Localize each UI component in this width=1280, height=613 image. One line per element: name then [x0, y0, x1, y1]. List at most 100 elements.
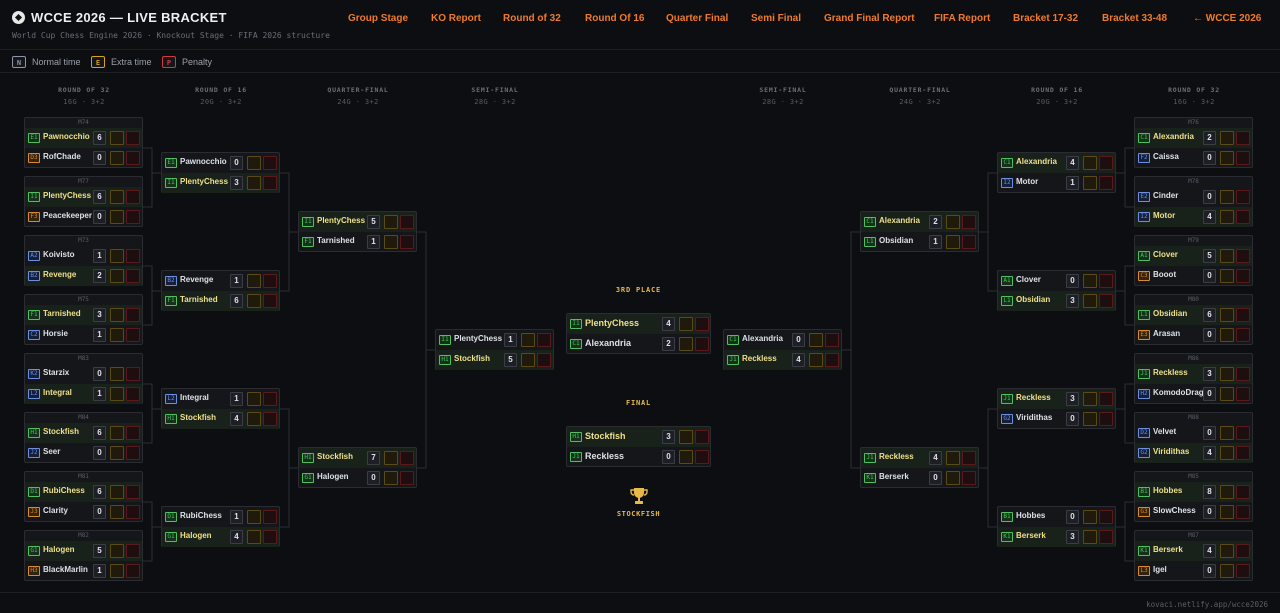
- nav-link-4[interactable]: Quarter Final: [666, 13, 729, 24]
- nav-link-7[interactable]: FIFA Report: [934, 13, 991, 24]
- nav-link-6[interactable]: Grand Final Report: [824, 13, 915, 24]
- nav-link-9[interactable]: Bracket 33-48: [1102, 13, 1168, 24]
- nav-link-3[interactable]: Round Of 16: [585, 13, 645, 24]
- app-logo[interactable]: WCCE 2026 — LIVE BRACKET: [12, 10, 227, 25]
- nav-link-8[interactable]: Bracket 17-32: [1013, 13, 1079, 24]
- nav-link-5[interactable]: Semi Final: [751, 13, 802, 24]
- nav-link-2[interactable]: Round of 32: [503, 13, 561, 24]
- nav-link-10[interactable]: ← WCCE 2026: [1193, 13, 1262, 24]
- nav-link-1[interactable]: KO Report: [431, 13, 481, 24]
- footer-url[interactable]: kovaci.netlify.app/wcce2026: [1146, 600, 1268, 609]
